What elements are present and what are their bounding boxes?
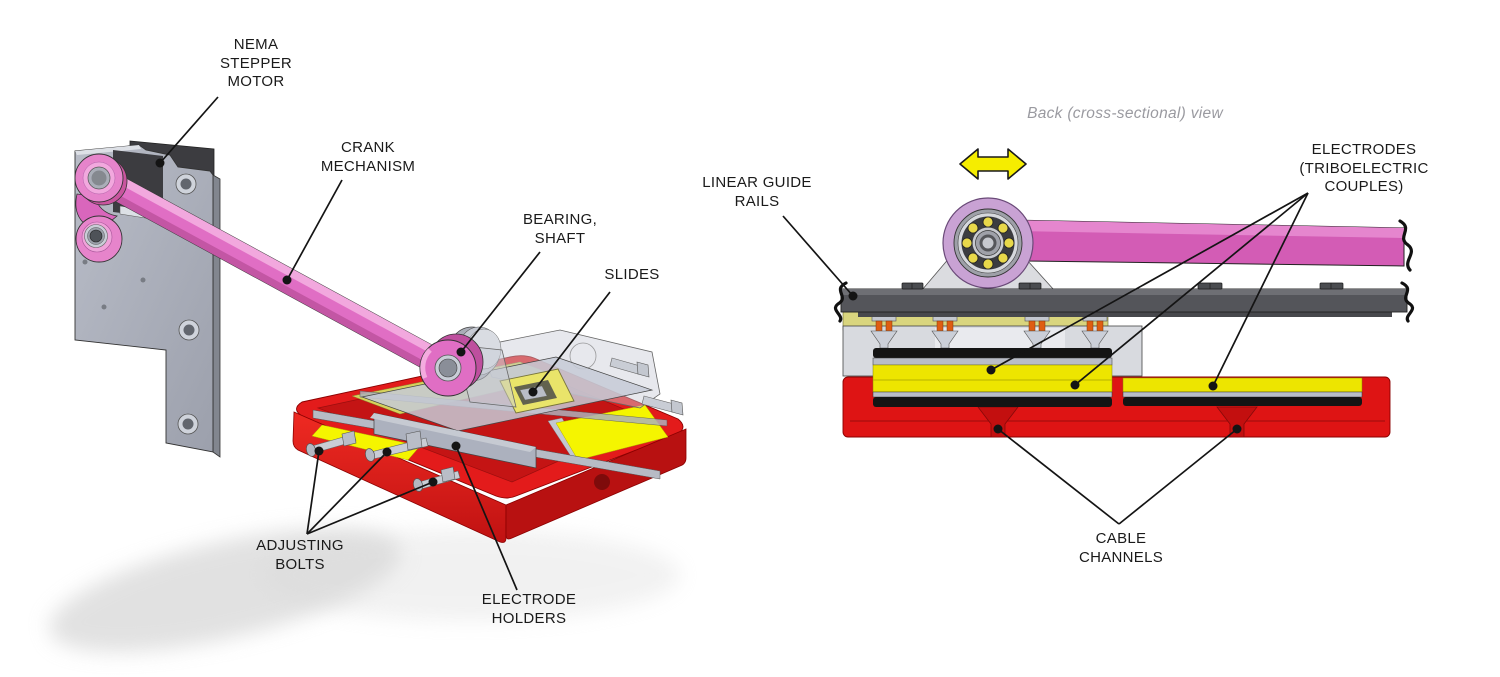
label-adjusting-bolts: ADJUSTING BOLTS	[256, 537, 344, 573]
rod-end-ring	[419, 333, 484, 397]
leader-dot	[456, 347, 466, 357]
bearing-cross-section	[942, 197, 1034, 289]
break-line	[1398, 219, 1413, 272]
crank-arm-section	[989, 219, 1413, 272]
bracket-hole	[175, 173, 200, 435]
adjusting-bolt	[305, 430, 357, 457]
bearing-balls	[961, 216, 1015, 270]
side-bolt	[609, 357, 684, 416]
label-cable-channels: CABLE CHANNELS	[1078, 530, 1164, 566]
leader-dot	[382, 447, 392, 457]
leader-dot	[848, 291, 858, 301]
leader-dot	[451, 441, 461, 451]
leader-dot	[314, 446, 324, 456]
break-line	[1400, 281, 1415, 323]
label-bearing-shaft: BEARING, SHAFT	[522, 211, 598, 247]
crank-rod-end-ring	[74, 153, 128, 206]
label-electrodes: ELECTRODES (TRIBOELECTRIC COUPLES)	[1299, 141, 1429, 195]
leader-dot	[1070, 380, 1080, 390]
leader-dot	[993, 424, 1003, 434]
cable-channel	[977, 406, 1258, 438]
leader-dot	[282, 275, 292, 285]
label-slides: SLIDES	[604, 266, 660, 283]
cross-section-view	[782, 148, 1415, 525]
leader-dot	[986, 365, 996, 375]
electrode-stack-stationary	[1122, 377, 1363, 406]
leader-dot	[155, 158, 165, 168]
leader-dot	[428, 477, 438, 487]
tray-cable-notch	[594, 474, 610, 490]
leader-lines-right	[782, 192, 1309, 525]
leader-dot	[1232, 424, 1242, 434]
label-crank-mechanism: CRANK MECHANISM	[320, 139, 416, 175]
crank-arm	[92, 166, 455, 380]
isometric-view	[49, 96, 687, 652]
adjusting-bolt	[412, 466, 461, 492]
linear-guide-rail	[833, 281, 1415, 323]
cross-section-view-title: Back (cross-sectional) view	[1027, 105, 1223, 122]
leader-dot	[1208, 381, 1218, 391]
label-linear-guide-rails: LINEAR GUIDE RAILS	[702, 174, 812, 210]
crank-disc	[75, 193, 123, 263]
crank-shaft-bolt	[89, 229, 103, 243]
electrode-stack-moving	[872, 348, 1113, 407]
motion-double-arrow-icon	[959, 148, 1027, 180]
leader-lines-left	[155, 96, 611, 591]
break-line	[833, 281, 848, 323]
leader-dot	[528, 387, 538, 397]
cast-shadow	[260, 529, 680, 621]
label-electrode-holders: ELECTRODE HOLDERS	[481, 591, 577, 627]
label-nema-stepper-motor: NEMA STEPPER MOTOR	[219, 36, 293, 90]
